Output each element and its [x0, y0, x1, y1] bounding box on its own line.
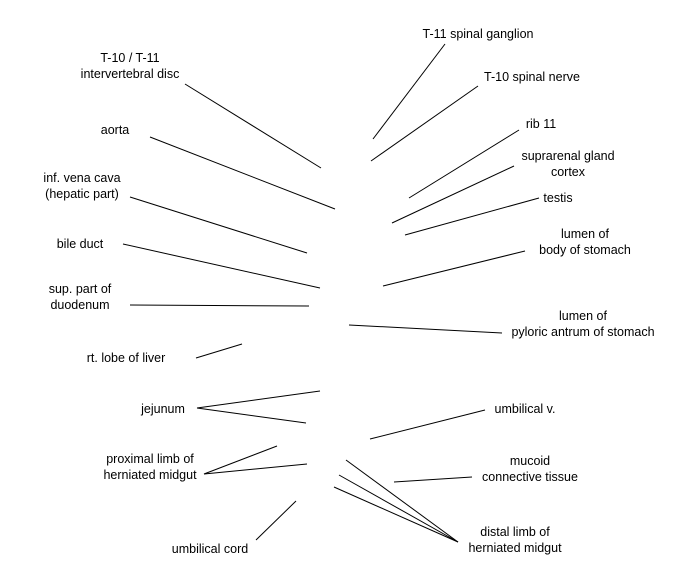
label-line: rib 11 [525, 117, 557, 131]
label-bile-duct: bile duct [40, 236, 120, 252]
label-rt-lobe-of-liver: rt. lobe of liver [56, 350, 196, 366]
label-line: jejunum [141, 402, 185, 416]
label-line: umbilical cord [171, 542, 249, 556]
label-sup-part-of-duodenum: sup. part of duodenum [30, 281, 130, 313]
leader-line-distal-limb-3 [333, 486, 459, 543]
label-line: cortex [550, 165, 586, 179]
label-line: suprarenal gland [521, 149, 615, 163]
leader-line-stomach-body [382, 250, 526, 287]
label-line: herniated midgut [103, 468, 197, 482]
label-line: T-11 spinal ganglion [422, 27, 534, 41]
leader-line-jejunum-lower [196, 407, 307, 424]
leader-line-jejunum-upper [196, 390, 321, 409]
label-lumen-of-pyloric-antrum: lumen of pyloric antrum of stomach [498, 308, 668, 340]
leader-line-ivc [129, 196, 308, 254]
leader-line-umbilical-v [369, 409, 486, 440]
label-rib-11: rib 11 [516, 116, 566, 132]
leader-line-distal-limb-2 [338, 474, 459, 543]
label-line: pyloric antrum of stomach [511, 325, 655, 339]
label-t10-t11-intervertebral-disc: T-10 / T-11 intervertebral disc [60, 50, 200, 82]
label-distal-limb-of-herniated-midgut: distal limb of herniated midgut [455, 524, 575, 556]
label-line: duodenum [50, 298, 110, 312]
label-suprarenal-gland-cortex: suprarenal gland cortex [508, 148, 628, 180]
label-line: rt. lobe of liver [86, 351, 166, 365]
label-line: lumen of [559, 309, 607, 323]
label-line: intervertebral disc [80, 67, 180, 81]
label-proximal-limb-of-herniated-midgut: proximal limb of herniated midgut [90, 451, 210, 483]
leader-line-aorta [149, 136, 336, 210]
leader-line-suprarenal [391, 165, 515, 224]
label-line: inf. vena cava [43, 171, 121, 185]
leader-line-t10-nerve [370, 85, 479, 162]
label-inf-vena-cava: inf. vena cava (hepatic part) [27, 170, 137, 202]
leader-line-duodenum [129, 304, 310, 307]
label-line: distal limb of [480, 525, 550, 539]
label-line: body of stomach [539, 243, 631, 257]
label-line: sup. part of [48, 282, 112, 296]
label-line: (hepatic part) [45, 187, 119, 201]
label-umbilical-cord: umbilical cord [160, 541, 260, 557]
label-aorta: aorta [85, 122, 145, 138]
label-testis: testis [533, 190, 583, 206]
leader-line-testis [404, 197, 540, 236]
leader-line-distal-limb-1 [345, 459, 459, 543]
label-line: T-10 / T-11 [100, 51, 160, 65]
leader-line-mucoid [393, 476, 473, 483]
label-line: proximal limb of [106, 452, 194, 466]
label-line: testis [543, 191, 573, 205]
label-line: bile duct [56, 237, 104, 251]
label-lumen-of-body-of-stomach: lumen of body of stomach [520, 226, 650, 258]
leader-line-umbilical-cord [255, 500, 297, 541]
label-line: T-10 spinal nerve [484, 70, 580, 84]
leader-line-bile-duct [122, 243, 321, 289]
label-umbilical-v: umbilical v. [480, 401, 570, 417]
label-line: herniated midgut [468, 541, 562, 555]
label-line: lumen of [561, 227, 609, 241]
leader-line-proximal-limb-lower [203, 463, 308, 475]
label-t10-spinal-nerve: T-10 spinal nerve [470, 69, 594, 85]
leader-line-liver [195, 343, 243, 359]
label-line: umbilical v. [494, 402, 556, 416]
label-jejunum: jejunum [130, 401, 196, 417]
label-t11-spinal-ganglion: T-11 spinal ganglion [408, 26, 548, 42]
leader-line-t10-t11-disc [184, 83, 322, 169]
label-line: mucoid [509, 454, 551, 468]
leader-line-t11-ganglion [372, 43, 446, 140]
leader-line-proximal-limb-upper [203, 445, 278, 475]
label-line: connective tissue [482, 470, 578, 484]
label-line: aorta [100, 123, 130, 137]
leader-line-rib11 [408, 129, 520, 199]
leader-line-pyloric [348, 324, 503, 334]
label-mucoid-connective-tissue: mucoid connective tissue [470, 453, 590, 485]
